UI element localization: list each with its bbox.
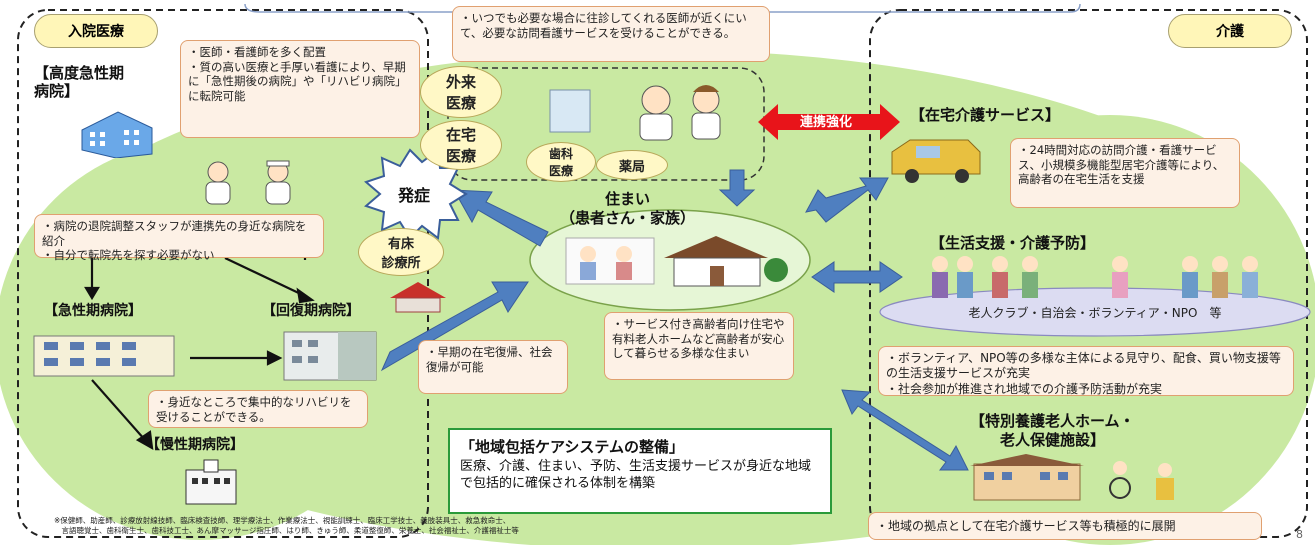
recovery-hospital-label: 【回復期病院】	[262, 303, 360, 319]
ambulance-van-icon	[891, 139, 981, 183]
acute-hospital-label: 【急性期病院】	[44, 303, 142, 319]
life-support-ellipse-label: 老人クラブ・自治会・ボランティア・NPO 等	[968, 306, 1222, 320]
footnote: ※保健師、助産師、診療放射線技師、臨床検査技師、理学療法士、作業療法士、視能訓練…	[54, 516, 519, 536]
system-box: 「地域包括ケアシステムの整備」 医療、介護、住まい、予防、生活支援サービスが身近…	[448, 428, 832, 514]
dental-oval: 歯科 医療	[526, 142, 596, 182]
house-icon	[664, 236, 788, 287]
page-number: 8	[1296, 528, 1303, 541]
recovery-hospital-icon	[283, 331, 377, 381]
section-care-label: 介護	[1168, 14, 1292, 48]
system-body: 医療、介護、住まい、予防、生活支援サービスが身近な地域で包括的に確保される体制を…	[460, 459, 812, 491]
family-care-illustration	[565, 237, 655, 285]
chronic-hospital-label: 【慢性期病院】	[146, 437, 244, 453]
elderly-group-icon	[932, 256, 1258, 298]
high-acute-hospital-label: 【高度急性期 病院】	[34, 64, 125, 100]
housing-note: ・サービス付き高齢者向け住宅や有料老人ホームなど高齢者が安心して暮らせる多様な住…	[604, 312, 794, 380]
medical-staff-illustration	[549, 85, 721, 141]
discharge-note: ・病院の退院調整スタッフが連携先の身近な病院を紹介 ・自分で転院先を探す必要がな…	[34, 214, 324, 262]
nursing-home-title: 【特別養護老人ホーム・ 老人保健施設】	[970, 412, 1135, 449]
home-medical-oval: 在宅 医療	[420, 120, 502, 170]
rehab-note: ・身近なところで集中的なリハビリを受けることができる。	[148, 390, 368, 428]
home-care-note: ・24時間対応の訪問介護・看護サービス、小規模多機能型居宅介護等により、高齢者の…	[1010, 138, 1240, 208]
life-support-note: ・ボランティア、NPO等の多様な主体による見守り、配食、買い物支援等の生活支援サ…	[878, 346, 1294, 396]
cooperation-label: 連携強化	[800, 115, 853, 130]
hospital-building-icon	[81, 111, 153, 158]
top-note: ・いつでも必要な場合に往診してくれる医師が近くにいて、必要な訪問看護サービスを受…	[452, 6, 770, 62]
pharmacy-oval: 薬局	[596, 150, 668, 180]
nurse-icon	[265, 160, 291, 205]
clinic-roof-icon	[390, 282, 446, 313]
section-hospital-label: 入院医療	[34, 14, 158, 48]
clinic-oval: 有床 診療所	[358, 228, 444, 276]
nursing-home-note: ・地域の拠点として在宅介護サービス等も積極的に展開	[868, 512, 1262, 540]
doctors-note: ・医師・看護師を多く配置 ・質の高い医療と手厚い看護により、早期に「急性期後の病…	[180, 40, 420, 138]
onset-label: 発症	[398, 186, 431, 205]
nursing-home-icon	[970, 454, 1174, 501]
system-title: 「地域包括ケアシステムの整備」	[460, 438, 684, 456]
life-support-title: 【生活支援・介護予防】	[930, 234, 1096, 252]
housing-title: 住まい （患者さん・家族）	[560, 190, 696, 227]
home-care-title: 【在宅介護サービス】	[910, 106, 1061, 124]
doctor-icon	[205, 161, 231, 205]
early-return-note: ・早期の在宅復帰、社会復帰が可能	[418, 340, 568, 394]
outpatient-medical-oval: 外来 医療	[420, 66, 502, 118]
apartment-icon	[33, 335, 175, 377]
chronic-hospital-icon	[185, 459, 237, 505]
